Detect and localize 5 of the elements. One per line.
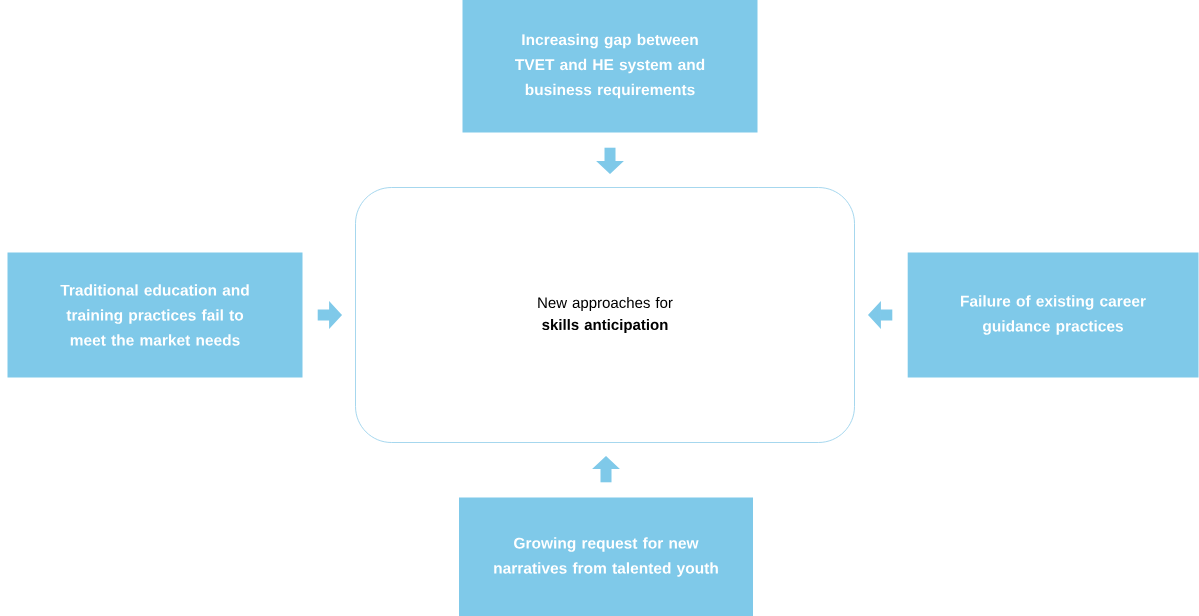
cause-box: Traditional education and training practices fail to meet the market needs (7, 252, 303, 378)
cause-box: Growing request for new narratives from talented youth (459, 497, 753, 616)
cause-box: Increasing gap between TVET and HE system and business requirements (462, 0, 758, 133)
cause-box: Failure of existing career guidance practices (907, 252, 1199, 378)
rounded-box: New approaches for skills anticipation (355, 187, 855, 443)
